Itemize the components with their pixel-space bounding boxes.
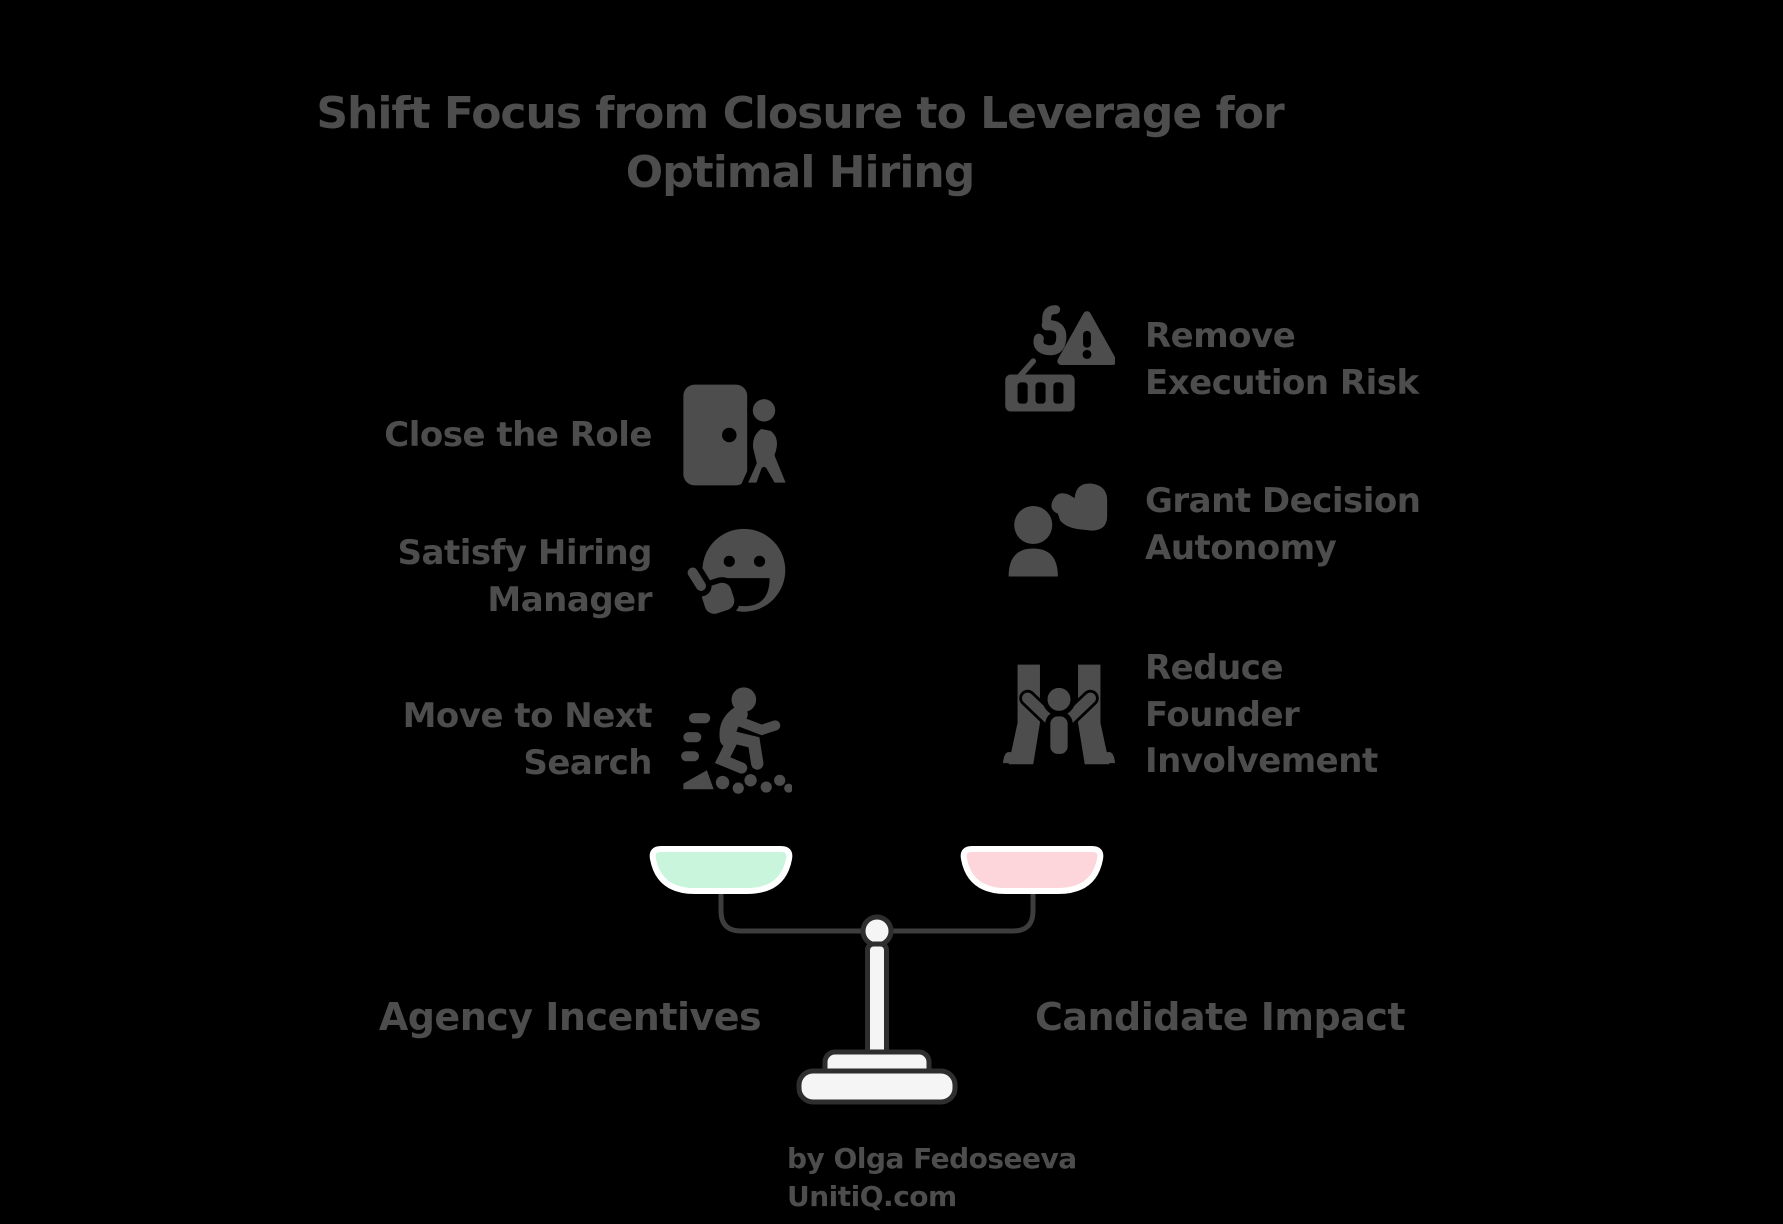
attribution-site: UnitiQ.com (787, 1179, 957, 1213)
left-pan-label: Agency Incentives (378, 995, 762, 1039)
list-item-satisfy-hiring-manager: Satisfy Hiring Manager (280, 514, 792, 640)
left-pan (649, 846, 793, 894)
scale-pole (865, 941, 889, 1063)
running-person-icon (680, 684, 792, 796)
list-item-reduce-founder-involvement: Reduce Founder Involvement (1003, 648, 1563, 781)
attribution: by Olga Fedoseeva UnitiQ.com (787, 1140, 1077, 1216)
item-label: Close the Role (384, 414, 652, 455)
item-label: Remove Execution Risk (1145, 316, 1419, 403)
scale-pivot (860, 914, 894, 948)
item-label: Grant Decision Autonomy (1145, 481, 1421, 568)
scale-base-lower (796, 1068, 958, 1105)
item-label: Satisfy Hiring Manager (397, 533, 653, 620)
page-title: Shift Focus from Closure to Leverage for… (316, 88, 1284, 199)
list-item-remove-execution-risk: Remove Execution Risk (1003, 297, 1563, 423)
door-exit-icon (680, 379, 792, 491)
list-item-grant-decision-autonomy: Grant Decision Autonomy (1003, 462, 1563, 588)
crane-warning-icon (1003, 304, 1115, 416)
right-pan-label: Candidate Impact (1034, 995, 1406, 1039)
thumbs-up-smiley-icon (680, 521, 792, 633)
list-item-close-the-role: Close the Role (280, 372, 792, 498)
list-item-move-to-next-search: Move to Next Search (280, 677, 792, 803)
item-label: Reduce Founder Involvement (1145, 647, 1378, 782)
attribution-author: by Olga Fedoseeva (787, 1142, 1077, 1175)
right-pan (960, 846, 1104, 894)
grant-hand-icon (1003, 469, 1115, 581)
person-pillars-icon (1003, 659, 1115, 771)
item-label: Move to Next Search (402, 696, 653, 783)
